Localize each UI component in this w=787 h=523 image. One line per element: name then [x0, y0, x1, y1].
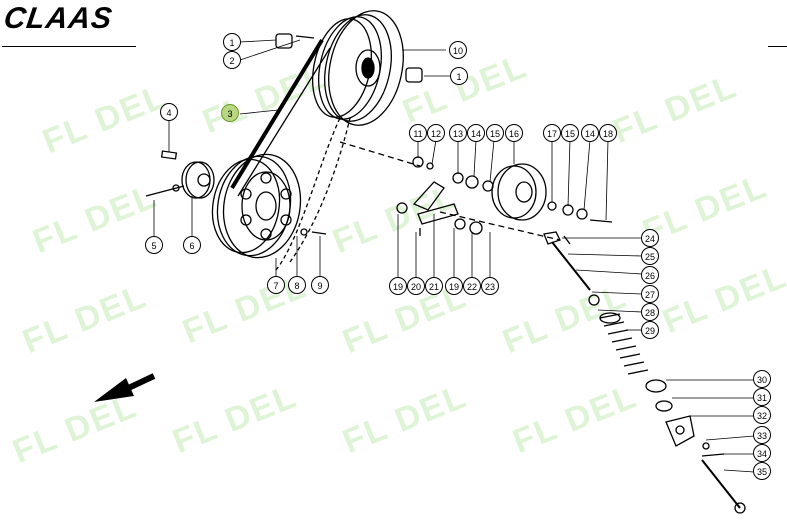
- part-callout-5[interactable]: 5: [145, 236, 163, 254]
- part-callout-30[interactable]: 30: [753, 370, 771, 388]
- part-callout-1b[interactable]: 1: [450, 67, 468, 85]
- part-callout-3[interactable]: 3: [221, 104, 239, 122]
- part-callout-31[interactable]: 31: [753, 388, 771, 406]
- part-callout-19[interactable]: 19: [389, 277, 407, 295]
- part-callout-10[interactable]: 10: [449, 41, 467, 59]
- part-callout-4[interactable]: 4: [160, 103, 178, 121]
- part-callout-32[interactable]: 32: [753, 406, 771, 424]
- bracket: [665, 415, 695, 447]
- part-callout-19b[interactable]: 19: [445, 277, 463, 295]
- part-callout-35[interactable]: 35: [753, 462, 771, 480]
- part-callout-9[interactable]: 9: [311, 276, 329, 294]
- idler-pulley: [491, 163, 547, 221]
- part-callout-23[interactable]: 23: [481, 277, 499, 295]
- v-belt: [230, 38, 351, 271]
- header-rule-right: [768, 46, 787, 47]
- pin: [701, 459, 741, 509]
- part-callout-26[interactable]: 26: [641, 266, 659, 284]
- part-callout-24[interactable]: 24: [641, 229, 659, 247]
- part-callout-25[interactable]: 25: [641, 247, 659, 265]
- spring: [599, 312, 649, 375]
- part-callout-29[interactable]: 29: [641, 321, 659, 339]
- part-callout-16[interactable]: 16: [505, 124, 523, 142]
- part-callout-6[interactable]: 6: [183, 236, 201, 254]
- part-callout-34[interactable]: 34: [753, 444, 771, 462]
- part-callout-20[interactable]: 20: [407, 277, 425, 295]
- part-callout-15[interactable]: 15: [486, 124, 504, 142]
- part-callout-8[interactable]: 8: [288, 276, 306, 294]
- part-callout-15b[interactable]: 15: [561, 124, 579, 142]
- lever: [412, 181, 445, 211]
- part-callout-14b[interactable]: 14: [581, 124, 599, 142]
- part-callout-33[interactable]: 33: [753, 426, 771, 444]
- part-callout-22[interactable]: 22: [463, 277, 481, 295]
- part-callout-7[interactable]: 7: [267, 276, 285, 294]
- part-callout-12[interactable]: 12: [427, 124, 445, 142]
- header-rule-left: [2, 46, 136, 47]
- part-callout-28[interactable]: 28: [641, 303, 659, 321]
- part-callout-14[interactable]: 14: [467, 124, 485, 142]
- direction-arrow: [94, 373, 156, 402]
- hub: [181, 161, 215, 199]
- part-callout-21[interactable]: 21: [425, 277, 443, 295]
- lower-pulley: [211, 153, 302, 259]
- part-callout-13[interactable]: 13: [449, 124, 467, 142]
- part-callout-27[interactable]: 27: [641, 285, 659, 303]
- part-callout-18[interactable]: 18: [599, 124, 617, 142]
- part-callout-11[interactable]: 11: [409, 124, 427, 142]
- part-callout-1[interactable]: 1: [223, 33, 241, 51]
- bolt: [145, 185, 185, 197]
- upper-pulley: [312, 10, 404, 126]
- part-callout-2[interactable]: 2: [223, 51, 241, 69]
- part-callout-17[interactable]: 17: [543, 124, 561, 142]
